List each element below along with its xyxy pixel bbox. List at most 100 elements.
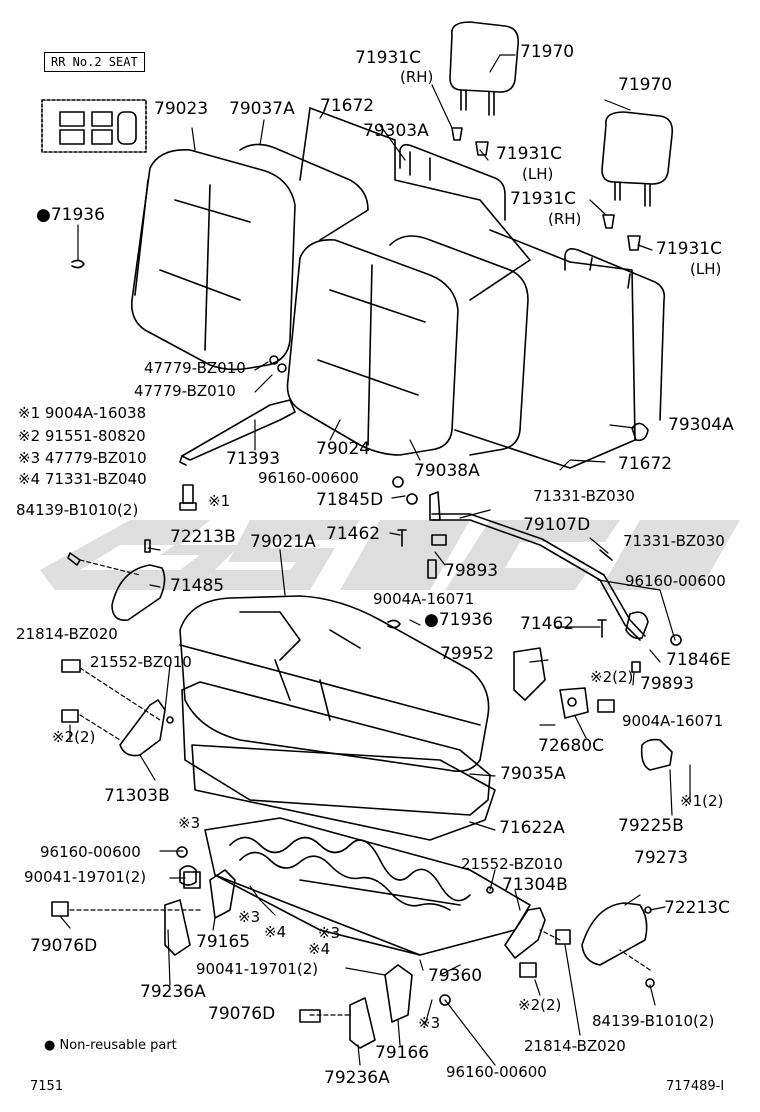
board-71622a [191, 744, 496, 841]
board-71672-top [299, 107, 531, 301]
part-47779-b[interactable]: 47779-BZ010 [134, 382, 236, 400]
part-79360[interactable]: 79360 [428, 966, 483, 986]
part-96160-a[interactable]: 96160-00600 [258, 469, 359, 487]
part-71931c-rh-b[interactable]: 71931C [510, 189, 576, 209]
part-71672-bottom[interactable]: 71672 [618, 454, 673, 474]
note-x3: ※3 47779-BZ010 [18, 449, 147, 467]
legend-non-reusable: ● Non-reusable part [44, 1038, 177, 1053]
cover-79225b [640, 738, 673, 771]
seat-cover-79021a [179, 595, 490, 773]
ref-x2-c: ※2(2) [518, 996, 562, 1014]
part-79076d-b[interactable]: 79076D [208, 1004, 276, 1024]
part-90041-b[interactable]: 90041-19701(2) [196, 960, 319, 978]
part-90041-a[interactable]: 90041-19701(2) [24, 868, 147, 886]
part-96160-c[interactable]: 96160-00600 [40, 843, 141, 861]
part-71931c-lh-b[interactable]: 71931C [656, 239, 722, 259]
part-79021a[interactable]: 79021A [250, 532, 316, 552]
part-71936-top[interactable]: ●71936 [36, 205, 105, 225]
part-21814-a[interactable]: 21814-BZ020 [16, 625, 118, 643]
part-79166[interactable]: 79166 [375, 1043, 430, 1063]
part-79893-a[interactable]: 79893 [444, 561, 499, 581]
frame-79304a [564, 248, 666, 442]
lh-note-a: (LH) [522, 165, 554, 183]
ref-x2-b: ※2(2) [590, 668, 634, 686]
part-21814-b[interactable]: 21814-BZ020 [524, 1037, 626, 1055]
seat-position-box: RR No.2 SEAT [44, 52, 145, 72]
part-79304a[interactable]: 79304A [668, 415, 734, 435]
part-71331-a[interactable]: 71331-BZ030 [533, 487, 635, 505]
headrest-a [449, 21, 520, 116]
ref-x2-a: ※2(2) [52, 728, 96, 746]
ref-x3-b: ※3 [238, 908, 261, 926]
part-79236a-a[interactable]: 79236A [140, 982, 206, 1002]
rh-note-a: (RH) [400, 68, 434, 86]
anchor-71393 [179, 399, 296, 466]
part-79076d-a[interactable]: 79076D [30, 936, 98, 956]
part-47779-a[interactable]: 47779-BZ010 [144, 359, 246, 377]
clip-symbols [71, 259, 682, 1006]
part-71462-b[interactable]: 71462 [520, 614, 575, 634]
part-71485[interactable]: 71485 [170, 576, 225, 596]
part-71970-a[interactable]: 71970 [520, 42, 575, 62]
headrest-b [601, 111, 674, 207]
part-79024[interactable]: 79024 [316, 439, 371, 459]
seat-map-icon [41, 99, 147, 153]
hinge-71303b [61, 659, 166, 757]
part-84139-b[interactable]: 84139-B1010(2) [592, 1012, 715, 1030]
part-79107d[interactable]: 79107D [523, 515, 591, 535]
part-71672-top[interactable]: 71672 [320, 96, 375, 116]
ref-x1-a: ※1 [208, 492, 231, 510]
ref-x3-c: ※3 [318, 924, 341, 942]
part-71393[interactable]: 71393 [226, 449, 281, 469]
part-79165[interactable]: 79165 [196, 932, 251, 952]
part-79236a-b[interactable]: 79236A [324, 1068, 390, 1088]
part-71303b[interactable]: 71303B [104, 786, 170, 806]
part-71304b[interactable]: 71304B [502, 875, 568, 895]
part-21552-b[interactable]: 21552-BZ010 [461, 855, 563, 873]
part-72213c[interactable]: 72213C [664, 898, 730, 918]
part-79035a[interactable]: 79035A [500, 764, 566, 784]
part-9004a-a[interactable]: 9004A-16071 [373, 590, 475, 608]
part-71936-mid[interactable]: ●71936 [424, 610, 493, 630]
bolts-x2 [51, 699, 615, 1023]
part-79893-b[interactable]: 79893 [640, 674, 695, 694]
ref-x3-d: ※3 [418, 1014, 441, 1032]
seatback-cover-79037a [239, 143, 369, 241]
seatback-pad-79024 [286, 239, 459, 456]
cover-71485 [67, 539, 166, 622]
part-79023[interactable]: 79023 [154, 99, 209, 119]
part-9004a-b[interactable]: 9004A-16071 [622, 712, 724, 730]
part-71970-b[interactable]: 71970 [618, 75, 673, 95]
board-71672-bottom [454, 229, 636, 469]
part-71622a[interactable]: 71622A [499, 818, 565, 838]
part-84139-a[interactable]: 84139-B1010(2) [16, 501, 139, 519]
part-71331-b[interactable]: 71331-BZ030 [623, 532, 725, 550]
part-72213b[interactable]: 72213B [170, 527, 236, 547]
part-71846e[interactable]: 71846E [666, 650, 731, 670]
ref-x1-b: ※1(2) [680, 792, 724, 810]
part-79037a[interactable]: 79037A [229, 99, 295, 119]
ref-x4-a: ※4 [264, 923, 287, 941]
cover-79952 [513, 647, 546, 701]
part-79038a[interactable]: 79038A [414, 461, 480, 481]
part-96160-b[interactable]: 96160-00600 [625, 572, 726, 590]
leg-bracket-79165 [179, 865, 236, 919]
lh-note-b: (LH) [690, 260, 722, 278]
part-21552-a[interactable]: 21552-BZ010 [90, 653, 192, 671]
footer-page-code: 7151 [30, 1079, 64, 1094]
part-79225b[interactable]: 79225B [618, 816, 684, 836]
seat-pad-79035a [181, 681, 491, 816]
ref-x4-b: ※4 [308, 940, 331, 958]
part-71462-a[interactable]: 71462 [326, 524, 381, 544]
part-71931c-lh-a[interactable]: 71931C [496, 144, 562, 164]
part-72680c[interactable]: 72680C [538, 736, 604, 756]
part-96160-d[interactable]: 96160-00600 [446, 1063, 547, 1081]
footer-illustration-number: 717489-I [666, 1079, 725, 1094]
part-79952[interactable]: 79952 [440, 644, 495, 664]
part-71845d[interactable]: 71845D [316, 490, 384, 510]
part-79303a[interactable]: 79303A [363, 121, 429, 141]
note-x1: ※1 9004A-16038 [18, 404, 147, 422]
part-79273[interactable]: 79273 [634, 848, 689, 868]
part-71931c-rh-a[interactable]: 71931C [355, 48, 421, 68]
